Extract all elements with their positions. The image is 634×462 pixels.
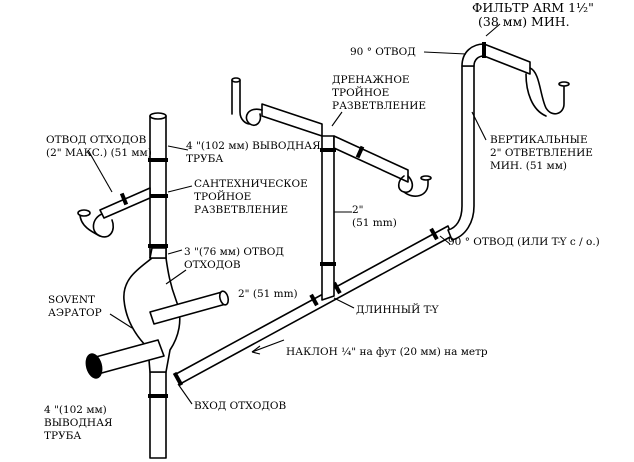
drain-left-trap-riser (239, 79, 251, 125)
label-vertical-branch: ВЕРТИКАЛЬНЫЕ 2" ОТВЕТВЛЕНИЕ МИН. (51 мм) (490, 134, 593, 172)
leader-waste3b (165, 269, 187, 285)
leader-sanitary-tee (167, 185, 193, 193)
main-stack-top-opening (149, 112, 167, 120)
leader-elbow90 (423, 51, 467, 55)
waste-inlet-joint (172, 371, 184, 387)
label-slope: НАКЛОН ¼" на фут (20 мм) на метр (286, 346, 488, 358)
label-outlet-top: 4 "(102 мм) ВЫВОДНАЯ ТРУБА (186, 140, 321, 165)
label-filter-arm: ФИЛЬТР ARM 1½" (472, 0, 594, 15)
drain-left-opening (231, 77, 241, 83)
leader-long-ty (333, 297, 355, 309)
label-waste-branch: ОТВОД ОТХОДОВ (2" МАКС.) (51 мм) (46, 134, 152, 159)
top-elbow (461, 43, 485, 67)
stack-joint-2 (148, 194, 168, 198)
label-elbow-90: 90 ° ОТВОД (350, 46, 416, 58)
leader-waste3 (167, 249, 183, 255)
label-drain-tee: ДРЕНАЖНОЕ ТРОЙНОЕ РАЗВЕТВЛЕНИЕ (332, 74, 427, 112)
left-trap-opening (77, 209, 91, 217)
left-trap-arm (79, 213, 101, 237)
label-filter-size: (38 мм) МИН. (478, 14, 570, 29)
top-elbow-joint (482, 42, 486, 58)
label-waste-3in: 3 "(76 мм) ОТВОД ОТХОДОВ (184, 246, 284, 271)
label-long-ty: ДЛИННЫЙ T-Y (356, 304, 439, 316)
leader-waste-inlet (177, 383, 193, 405)
leader-outlet-top (167, 145, 189, 151)
stack-joint-4 (148, 394, 168, 398)
branch-opening (218, 290, 230, 306)
leader-waste-branch (87, 149, 113, 193)
long-ty-joint-a (309, 293, 319, 307)
waste-3in-stub (149, 247, 167, 259)
leader-filter (485, 23, 501, 37)
top-horizontal-to-filter (483, 43, 531, 75)
filter-trap (529, 67, 565, 115)
elbow-joint-low (429, 227, 439, 241)
leader-vertical-branch (471, 111, 487, 141)
main-stack-lower (149, 371, 167, 459)
stack-joint-3 (148, 244, 168, 248)
drain-tee-left-branch (261, 103, 323, 137)
label-sanitary-tee: САНТЕХНИЧЕСКОЕ ТРОЙНОЕ РАЗВЕТВЛЕНИЕ (194, 178, 308, 216)
filter-trap-inner (525, 73, 547, 117)
outlet-pipe-end (85, 353, 103, 379)
slope-arrow-line (251, 339, 285, 353)
label-outlet-bottom: 4 "(102 мм) ВЫВОДНАЯ ТРУБА (44, 404, 113, 442)
leader-elbow-ty (439, 235, 451, 245)
drain-right-trap-arm (403, 177, 429, 197)
left-branch-joint (119, 192, 129, 206)
stack-joint-1 (148, 158, 168, 162)
drain-right-opening (420, 175, 432, 181)
right-vertical-branch (447, 65, 475, 241)
main-stack-upper (149, 115, 167, 259)
drain-left-trap (245, 108, 263, 127)
label-elbow-90-ty: 90 ° ОТВОД (ИЛИ T-Y с / о.) (448, 236, 600, 248)
label-sovent: SOVENT АЭРАТОР (48, 294, 102, 319)
riser-joint (320, 262, 336, 266)
drain-tee-joint (320, 148, 336, 152)
vertical-2in-riser (321, 135, 335, 301)
slope-arrow-head (251, 345, 261, 355)
label-waste-inlet: ВХОД ОТХОДОВ (194, 400, 287, 412)
label-2in-horizontal: 2" (51 mm) (238, 288, 298, 300)
label-2in-vertical: 2" (51 mm) (352, 204, 397, 229)
filter-opening (558, 81, 570, 87)
drain-right-joint (355, 145, 365, 159)
leader-sovent (109, 313, 133, 329)
leader-drain-tee (331, 111, 343, 127)
drain-tee-right-branch (333, 135, 409, 183)
